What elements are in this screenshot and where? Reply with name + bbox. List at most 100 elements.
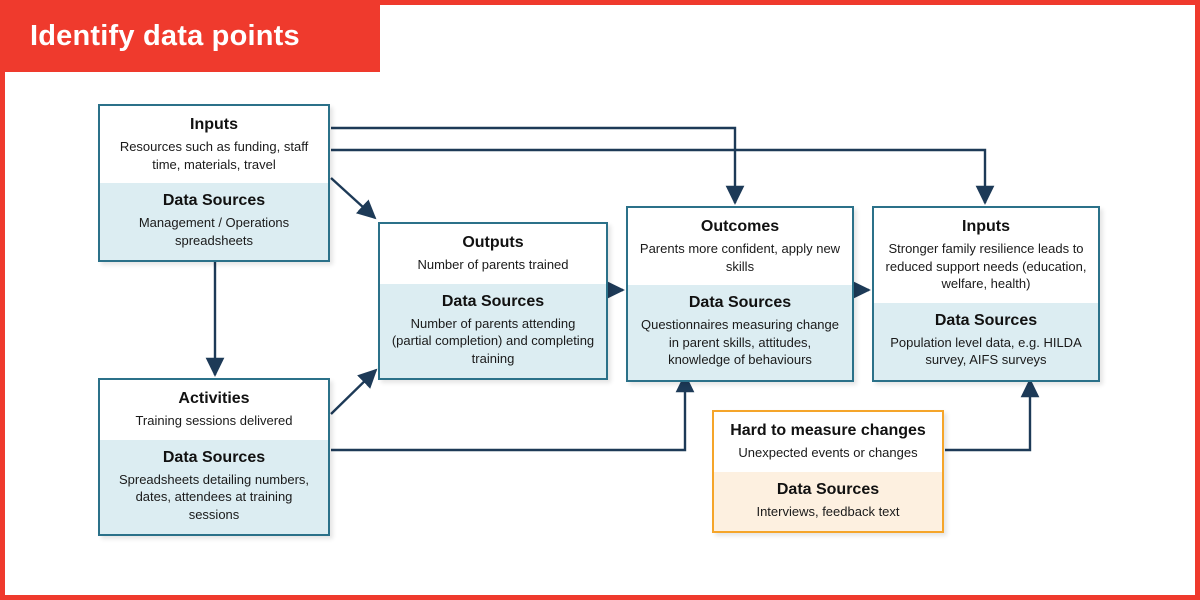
plus-icon [863,77,886,100]
plus-icon [602,77,625,100]
plus-icon [537,142,560,165]
plus-icon [211,272,234,295]
plus-icon [994,12,1016,34]
plus-icon [602,207,625,230]
title-banner: Identify data points [0,0,380,72]
plus-icon [733,142,756,165]
plus-icon [342,272,364,295]
plus-icon [276,338,299,360]
plus-icon [994,77,1016,100]
plus-icon [602,12,625,34]
plus-icon [863,533,886,556]
plus-icon [342,533,364,556]
plus-icon [668,12,690,34]
plus-icon [81,338,104,360]
node-impacts-datasources-body: Population level data, e.g. HILDA survey… [890,334,1082,368]
plus-icon [994,533,1016,556]
plus-icon [733,12,756,34]
node-activities-header: Activities Training sessions delivered [100,380,328,440]
plus-icon [81,403,104,426]
node-impacts-header: Inputs Stronger family resilience leads … [874,208,1098,303]
node-activities-title: Activities [178,390,250,407]
node-outputs-body: Number of parents trained [417,257,569,272]
connector-hard-to-impacts [945,378,1040,452]
node-inputs-title: Inputs [190,116,238,133]
connector-inputs-to-outcomes [331,126,745,205]
plus-icon [668,533,690,556]
plus-icon [407,403,430,426]
node-outputs[interactable]: Outputs Number of parents trained Data S… [378,222,608,381]
plus-icon [1059,12,1082,34]
plus-icon [407,533,430,556]
plus-icon [798,77,821,100]
plus-icon [276,77,299,100]
plus-icon [733,533,756,556]
plus-icon [733,77,756,100]
plus-icon [146,272,169,295]
plus-icon [994,142,1016,165]
plus-icon [668,77,690,100]
plus-icon [602,142,625,165]
connector-inputs-to-outputs [330,177,377,220]
plus-icon [1059,403,1082,426]
node-outcomes-datasources-body: Questionnaires measuring change in paren… [640,317,839,368]
plus-icon [16,533,38,556]
plus-icon [146,533,169,556]
node-outcomes-title: Outcomes [700,218,780,235]
node-inputs-datasources: Data Sources Management / Operations spr… [100,183,328,261]
node-hard-datasources: Data Sources Interviews, feedback text [714,471,942,532]
node-activities-datasources-body: Spreadsheets detailing numbers, dates, a… [118,471,310,522]
plus-icon [863,12,886,34]
plus-icon [81,77,104,100]
node-outcomes-header: Outcomes Parents more confident, apply n… [628,208,852,286]
connector-inputs-to-impacts [331,148,995,205]
plus-icon [1124,403,1147,426]
node-hard-datasources-label: Data Sources [776,480,880,498]
plus-icon [146,338,169,360]
plus-icon [1124,142,1147,165]
node-inputs-datasources-body: Management / Operations spreadsheets [138,215,290,248]
plus-icon [342,207,364,230]
node-activities[interactable]: Activities Training sessions delivered D… [98,378,330,537]
plus-icon [407,12,430,34]
plus-icon [537,12,560,34]
plus-icon [342,77,364,100]
plus-icon [81,272,104,295]
node-impacts[interactable]: Inputs Stronger family resilience leads … [872,206,1100,382]
node-activities-body: Training sessions delivered [135,413,293,428]
plus-icon [1124,338,1147,360]
plus-icon [668,142,690,165]
node-outputs-title: Outputs [462,234,524,251]
plus-icon [276,272,299,295]
node-outputs-datasources: Data Sources Number of parents attending… [380,283,606,379]
node-hard-to-measure[interactable]: Hard to measure changes Unexpected event… [712,410,944,534]
plus-icon [16,142,38,165]
node-inputs-body: Resources such as funding, staff time, m… [119,139,309,172]
plus-icon [798,12,821,34]
plus-icon [537,207,560,230]
plus-icon [1124,272,1147,295]
node-impacts-body: Stronger family resilience leads to redu… [885,241,1087,292]
node-inputs-header: Inputs Resources such as funding, staff … [100,106,328,184]
plus-icon [472,207,495,230]
plus-icon [407,142,430,165]
node-inputs-datasources-label: Data Sources [162,192,266,210]
plus-icon [342,338,364,360]
connector-activities-to-outcomes [331,373,695,452]
node-inputs[interactable]: Inputs Resources such as funding, staff … [98,104,330,263]
plus-icon [994,468,1016,491]
plus-icon [81,468,104,491]
plus-icon [472,77,495,100]
plus-icon [928,77,951,100]
plus-icon [928,12,951,34]
plus-icon [211,533,234,556]
plus-icon [994,403,1016,426]
plus-icon [537,77,560,100]
plus-icon [81,142,104,165]
node-outcomes[interactable]: Outcomes Parents more confident, apply n… [626,206,854,382]
plus-icon [276,533,299,556]
plus-icon [798,142,821,165]
plus-icon [81,207,104,230]
plus-icon [81,533,104,556]
